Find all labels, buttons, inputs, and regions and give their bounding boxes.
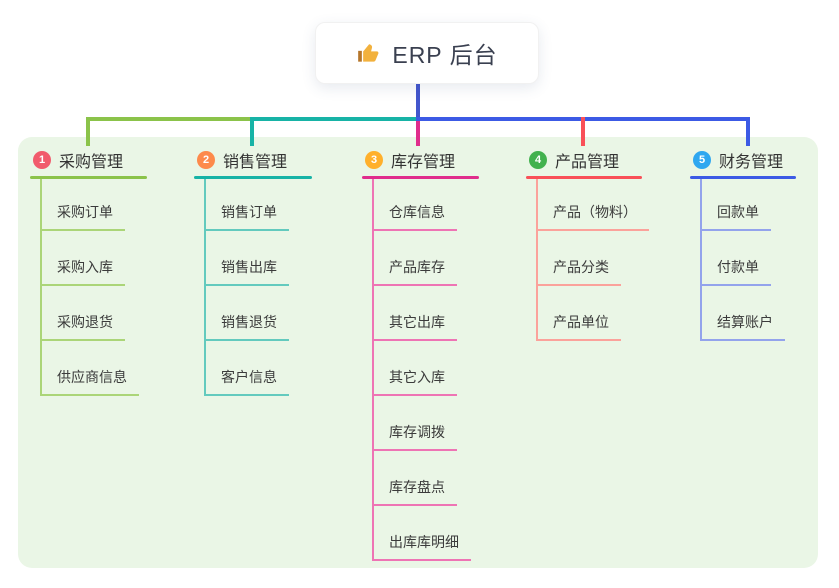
child-node-label: 库存调拨 <box>389 424 445 440</box>
branch-5-title[interactable]: 5 财务管理 <box>693 149 783 171</box>
branch-number-badge: 5 <box>693 151 711 169</box>
root-node[interactable]: ERP 后台 <box>315 22 539 84</box>
child-node-label: 回款单 <box>717 204 759 220</box>
child-node[interactable]: 采购订单 <box>40 202 125 231</box>
branch-title-label: 库存管理 <box>391 154 456 171</box>
child-node[interactable]: 产品（物料） <box>536 202 649 231</box>
child-node-label: 付款单 <box>717 259 759 275</box>
child-node[interactable]: 付款单 <box>700 257 771 286</box>
child-node-label: 采购退货 <box>57 314 113 330</box>
child-node[interactable]: 其它入库 <box>372 367 457 396</box>
child-node-label: 产品（物料） <box>553 204 637 220</box>
child-node[interactable]: 采购退货 <box>40 312 125 341</box>
child-node[interactable]: 产品库存 <box>372 257 457 286</box>
branch-1-title[interactable]: 1 采购管理 <box>33 149 123 171</box>
branch-number-badge: 3 <box>365 151 383 169</box>
child-node-label: 仓库信息 <box>389 204 445 220</box>
child-node[interactable]: 供应商信息 <box>40 367 139 396</box>
child-node[interactable]: 产品分类 <box>536 257 621 286</box>
branch-underline <box>526 176 642 179</box>
child-node-label: 结算账户 <box>717 314 773 330</box>
branch-title-label: 产品管理 <box>555 154 620 171</box>
child-node[interactable]: 回款单 <box>700 202 771 231</box>
child-node[interactable]: 销售出库 <box>204 257 289 286</box>
branch-title-label: 销售管理 <box>223 154 288 171</box>
child-node[interactable]: 其它出库 <box>372 312 457 341</box>
child-node-label: 产品单位 <box>553 314 609 330</box>
root-title: ERP 后台 <box>392 42 498 68</box>
branch-underline <box>30 176 147 179</box>
branches-panel <box>18 137 818 568</box>
child-node[interactable]: 库存盘点 <box>372 477 457 506</box>
connector-branch-drop <box>86 117 90 146</box>
branch-number-badge: 4 <box>529 151 547 169</box>
branch-underline <box>362 176 479 179</box>
child-node-label: 出库库明细 <box>389 534 459 550</box>
child-node-label: 库存盘点 <box>389 479 445 495</box>
child-node[interactable]: 出库库明细 <box>372 532 471 561</box>
branch-underline <box>194 176 312 179</box>
connector-branch-drop <box>250 117 254 146</box>
child-node[interactable]: 销售订单 <box>204 202 289 231</box>
child-node-label: 产品库存 <box>389 259 445 275</box>
connector-branch-drop <box>581 117 585 146</box>
connector-bus-segment <box>250 117 418 121</box>
branch-4-title[interactable]: 4 产品管理 <box>529 149 619 171</box>
child-node-label: 客户信息 <box>221 369 277 385</box>
branch-children-connector <box>700 179 702 340</box>
connector-bus-segment <box>86 117 254 121</box>
thumbs-up-icon <box>356 40 382 66</box>
child-node-label: 销售出库 <box>221 259 277 275</box>
branch-number-badge: 2 <box>197 151 215 169</box>
child-node[interactable]: 产品单位 <box>536 312 621 341</box>
branch-3-title[interactable]: 3 库存管理 <box>365 149 455 171</box>
child-node[interactable]: 库存调拨 <box>372 422 457 451</box>
connector-branch-drop <box>746 117 750 146</box>
child-node-label: 其它出库 <box>389 314 445 330</box>
child-node-label: 供应商信息 <box>57 369 127 385</box>
branch-2-title[interactable]: 2 销售管理 <box>197 149 287 171</box>
child-node[interactable]: 仓库信息 <box>372 202 457 231</box>
child-node-label: 产品分类 <box>553 259 609 275</box>
branch-children-connector <box>536 179 538 340</box>
child-node[interactable]: 销售退货 <box>204 312 289 341</box>
connector-branch-drop <box>416 121 420 146</box>
branch-underline <box>690 176 796 179</box>
child-node-label: 采购入库 <box>57 259 113 275</box>
child-node-label: 其它入库 <box>389 369 445 385</box>
child-node[interactable]: 采购入库 <box>40 257 125 286</box>
branch-children-connector <box>372 179 374 560</box>
branch-title-label: 财务管理 <box>719 154 784 171</box>
child-node-label: 采购订单 <box>57 204 113 220</box>
child-node-label: 销售退货 <box>221 314 277 330</box>
branch-children-connector <box>40 179 42 395</box>
child-node[interactable]: 客户信息 <box>204 367 289 396</box>
branch-number-badge: 1 <box>33 151 51 169</box>
branch-title-label: 采购管理 <box>59 154 124 171</box>
connector-root-line <box>416 82 420 118</box>
branch-children-connector <box>204 179 206 395</box>
child-node-label: 销售订单 <box>221 204 277 220</box>
child-node[interactable]: 结算账户 <box>700 312 785 341</box>
